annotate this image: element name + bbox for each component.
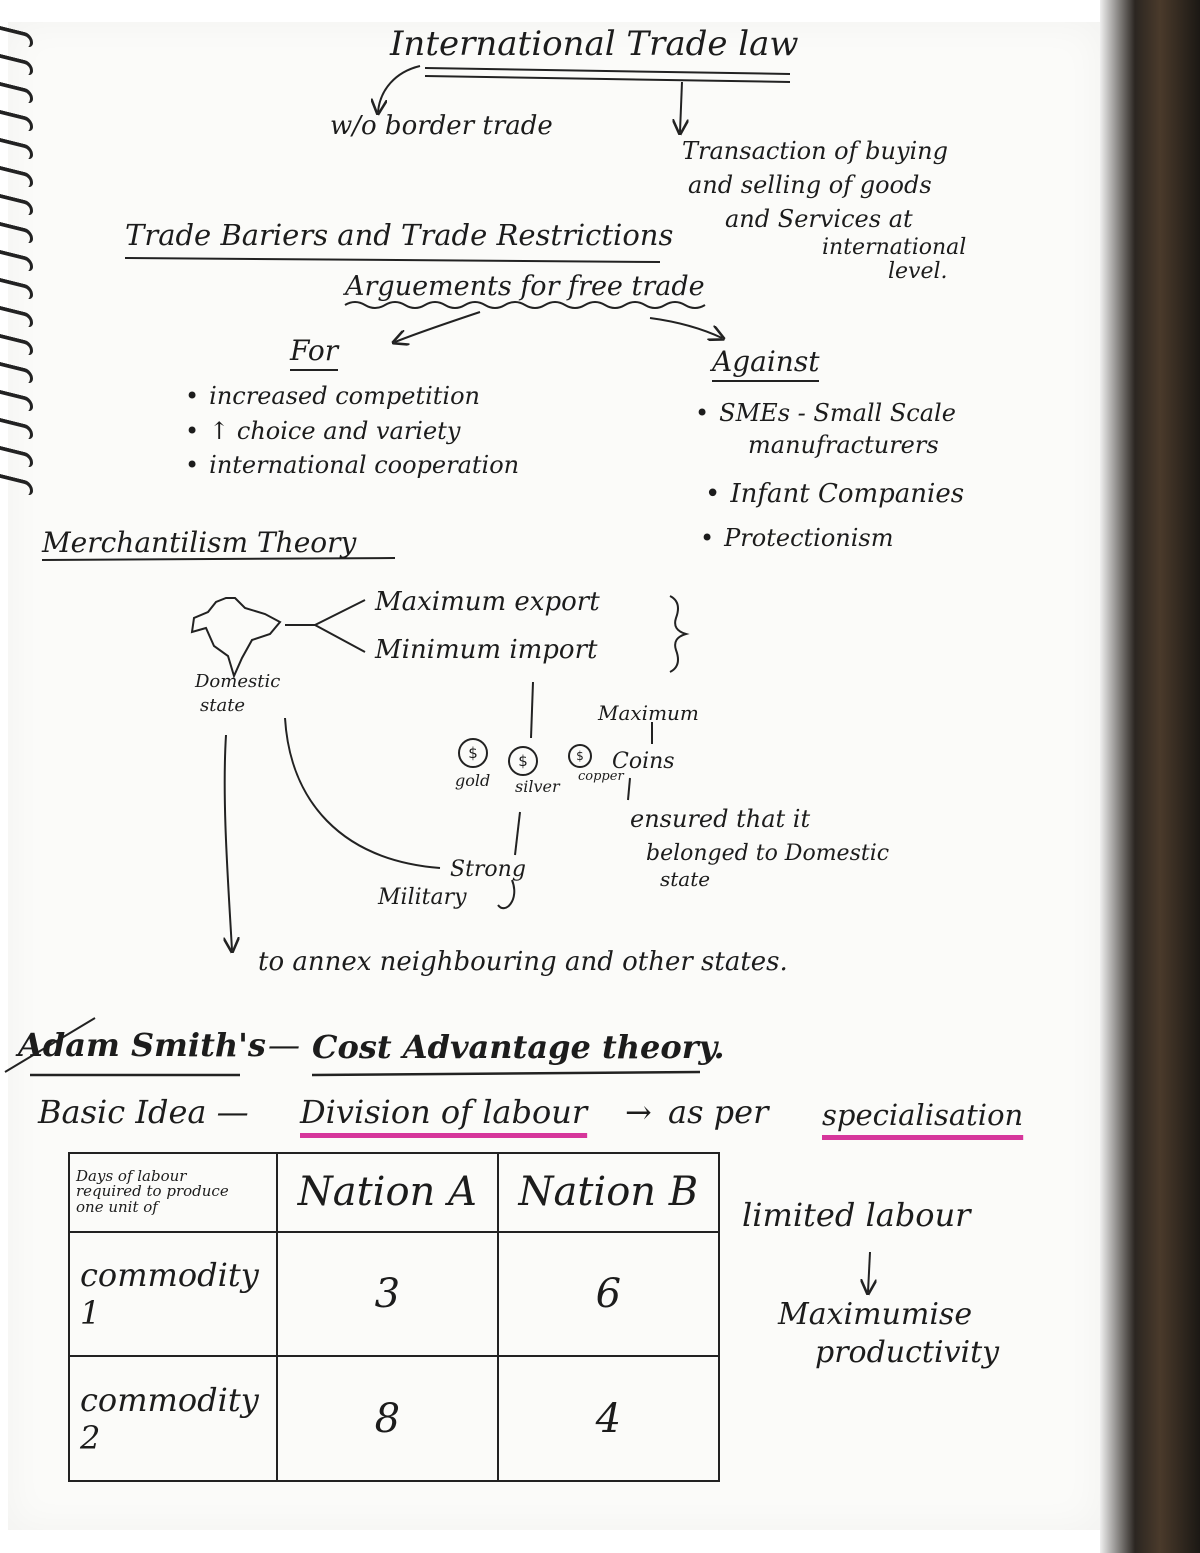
for-item: increased competition: [185, 383, 480, 410]
copper-coin-icon: $: [568, 744, 592, 768]
basic-idea-label: Basic Idea —: [38, 1093, 249, 1131]
heading-merchantilism: Merchantilism Theory: [42, 526, 357, 559]
ensured-line: state: [660, 867, 711, 891]
definition-line: international: [822, 235, 967, 260]
definition-line: level.: [888, 259, 948, 284]
copper-label: copper: [578, 769, 624, 784]
row-label: commodity 2: [68, 1355, 278, 1482]
military-label: Military: [378, 885, 467, 910]
arrow-glyph: →: [625, 1093, 652, 1131]
definition-line: and Services at: [725, 205, 913, 233]
against-label: Against: [712, 346, 820, 382]
branch-left-text: w/o border trade: [330, 111, 553, 141]
corner-line: one unit of: [76, 1198, 158, 1217]
against-item: manufracturers: [748, 431, 939, 459]
table-corner-cell: Days of labour required to produce one u…: [68, 1152, 278, 1233]
max-export: Maximum export: [375, 587, 600, 617]
cell-nation-b: 4: [496, 1355, 721, 1482]
annex-text: to annex neighbouring and other states.: [258, 947, 788, 977]
productivity-line: productivity: [815, 1335, 1000, 1370]
cell-nation-a: 8: [276, 1355, 499, 1482]
header-nation-a: Nation A: [276, 1152, 499, 1233]
corner-line: required to produce: [76, 1182, 229, 1201]
heading-trade-barriers: Trade Bariers and Trade Restrictions: [125, 218, 674, 252]
header-nation-b: Nation B: [496, 1152, 721, 1233]
ensured-line: ensured that it: [630, 805, 811, 833]
table-row: commodity 1 3 6: [68, 1230, 721, 1358]
specialisation: specialisation: [822, 1098, 1024, 1132]
heading-arguments: Arguements for free trade: [345, 271, 705, 302]
table-row: commodity 2 8 4: [68, 1355, 721, 1482]
domestic-label: Domestic: [195, 671, 281, 692]
min-import: Minimum import: [375, 635, 598, 665]
maximise-line: Maximumise: [778, 1297, 973, 1332]
limited-labour: limited labour: [742, 1196, 971, 1234]
cell-nation-a: 3: [276, 1230, 499, 1358]
against-item: SMEs - Small Scale: [695, 400, 956, 427]
row-label: commodity 1: [68, 1230, 278, 1358]
corner-line: Days of labour: [76, 1166, 187, 1185]
ensured-line: belonged to Domestic: [646, 841, 890, 866]
background-edge: [1100, 0, 1200, 1553]
gold-coin-icon: $: [458, 738, 488, 768]
definition-line: Transaction of buying: [682, 137, 949, 165]
table-header-row: Days of labour required to produce one u…: [68, 1152, 721, 1233]
adam-smith-label: Adam Smith's: [18, 1026, 266, 1064]
as-per: as per: [668, 1093, 769, 1131]
for-item: international cooperation: [185, 452, 519, 479]
definition-line: and selling of goods: [688, 171, 932, 199]
dash: —: [268, 1026, 300, 1064]
state-label: state: [200, 695, 246, 716]
maximum-label: Maximum: [598, 701, 699, 725]
for-label: For: [290, 335, 339, 371]
against-item: Protectionism: [700, 525, 893, 552]
strong-label: Strong: [450, 857, 526, 882]
cell-nation-b: 6: [496, 1230, 721, 1358]
cost-table: Days of labour required to produce one u…: [68, 1152, 721, 1482]
cost-advantage-theory: Cost Advantage theory.: [312, 1028, 725, 1066]
for-item: ↑ choice and variety: [185, 418, 460, 445]
coins-label: Coins: [612, 749, 675, 774]
division-of-labour: Division of labour: [300, 1093, 588, 1131]
gold-label: gold: [455, 771, 491, 790]
against-item: Infant Companies: [705, 480, 964, 509]
silver-coin-icon: $: [508, 746, 538, 776]
silver-label: silver: [515, 777, 560, 796]
page-title: International Trade law: [390, 24, 799, 64]
